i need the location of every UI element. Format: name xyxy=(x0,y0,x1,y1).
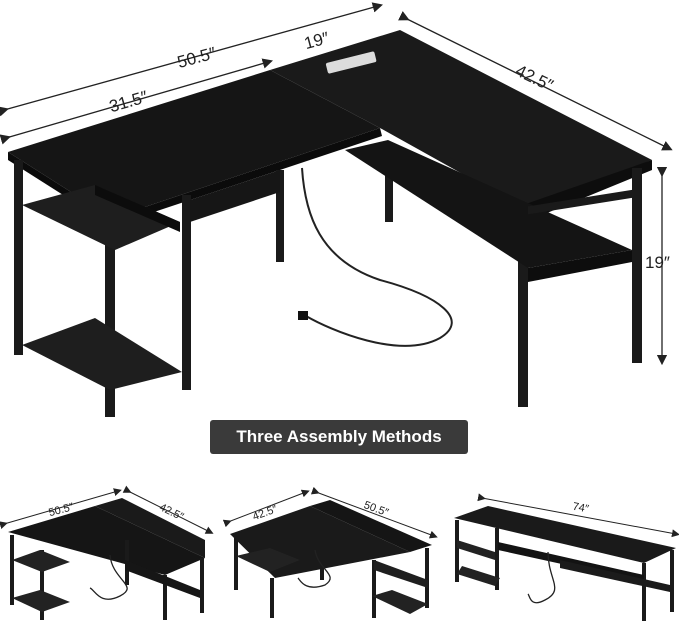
dim-right-extension: 19″ xyxy=(302,28,331,53)
power-cord xyxy=(301,167,453,347)
assembly-methods-badge: Three Assembly Methods xyxy=(210,420,468,454)
shelf-left-upper xyxy=(22,185,180,250)
shelf-left-lower xyxy=(22,318,182,390)
desk-legs xyxy=(14,160,642,417)
dim-total-length: 50.5″ xyxy=(175,43,218,71)
shelf-right xyxy=(345,140,632,268)
v3-dim-a: 74″ xyxy=(572,501,590,516)
dimension-lines xyxy=(0,2,673,366)
dim-height: 19″ xyxy=(645,253,670,272)
dim-side-length: 42.5″ xyxy=(513,61,556,95)
variant-1-thumbnail: 50.5″ 42.5″ xyxy=(0,485,214,620)
badge-label: Three Assembly Methods xyxy=(236,427,442,446)
variant-2-thumbnail: 42.5″ 50.5″ xyxy=(222,486,438,618)
main-desk xyxy=(8,30,652,417)
variant-3-thumbnail: 74″ xyxy=(454,493,679,621)
